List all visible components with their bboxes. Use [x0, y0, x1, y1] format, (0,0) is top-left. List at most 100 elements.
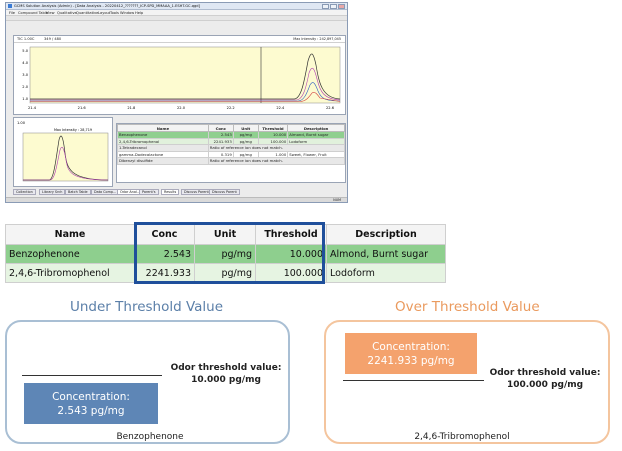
- menu-file[interactable]: File: [9, 11, 16, 15]
- over-threshold-line: [343, 380, 484, 381]
- analysis-software-window: GCMS Solution Analysis (Admin) - [Data A…: [5, 2, 348, 203]
- col-conc[interactable]: Conc: [134, 224, 195, 245]
- over-threshold-label: Odor threshold value: 100.000 pg/mg: [487, 367, 603, 391]
- over-concentration-label: Concentration:: [372, 340, 450, 353]
- trace-main: [30, 53, 341, 100]
- tab-batch-table[interactable]: Batch Table: [65, 189, 91, 195]
- over-concentration-box: Concentration: 2241.933 pg/mg: [345, 333, 477, 374]
- sub-trace-2: [23, 147, 109, 181]
- y-tick-label: 3.0: [22, 73, 28, 77]
- trace-4: [30, 92, 341, 102]
- over-threshold-value: 100.000 pg/mg: [506, 380, 584, 390]
- mini-header-row: Name Conc Unit Threshold Description: [117, 124, 345, 132]
- col-unit[interactable]: Unit: [194, 224, 256, 245]
- x-tick-label: 21.6: [78, 106, 87, 110]
- cell-description: Almond, Burnt sugar: [326, 244, 446, 264]
- tic-chromatogram-panel: TIC 1.00C 349 / 480 Max Intensity : 242,…: [13, 35, 346, 115]
- cell-name: Benzophenone: [5, 244, 135, 264]
- bottom-tab-strip: Collection Library Srch Batch Table Data…: [13, 189, 347, 196]
- sub-trace-main: [23, 135, 109, 181]
- y-tick-label: 4.0: [22, 61, 28, 65]
- y-tick-label: 2.0: [22, 85, 28, 89]
- tab-parents[interactable]: Parent's: [139, 189, 159, 195]
- under-threshold-title: Under Threshold Value: [70, 299, 224, 315]
- plot-area: [29, 46, 341, 104]
- x-tick-label: 21.4: [28, 106, 37, 110]
- ion-chromatogram-panel: 1.00 Max Intensity : 28,719: [13, 117, 113, 187]
- cell-conc: 2.543: [134, 244, 195, 264]
- under-compound-name: Benzophenone: [116, 432, 184, 442]
- tic-label: TIC 1.00C: [17, 37, 35, 41]
- col-threshold[interactable]: Threshold: [255, 224, 327, 245]
- over-compound-name: 2,4,6-Tribromophenol: [414, 432, 510, 442]
- tab-collection[interactable]: Collection: [13, 189, 36, 195]
- under-threshold-line: [22, 375, 162, 376]
- over-threshold-caption: Odor threshold value:: [489, 368, 601, 378]
- trace-2: [30, 67, 341, 101]
- sub-label: 1.00: [17, 121, 26, 125]
- col-description[interactable]: Description: [326, 224, 446, 245]
- menu-view[interactable]: View: [46, 11, 55, 15]
- mini-col-conc[interactable]: Conc: [207, 124, 234, 132]
- zoomed-results-table: Name Conc Unit Threshold Description Ben…: [5, 224, 446, 283]
- cell-threshold: 100.000: [255, 263, 327, 283]
- table-row[interactable]: gamma-Dodecalactone 0.319 pg/mg 1.000 Sw…: [117, 150, 345, 158]
- maximize-button[interactable]: [330, 4, 337, 9]
- cell-note: Ratio of reference ion does not match.: [207, 157, 346, 165]
- tab-data-comparison[interactable]: Data Comp...: [91, 189, 120, 195]
- menu-tools[interactable]: Tools: [110, 11, 119, 15]
- y-tick-label: 1.0: [22, 97, 28, 101]
- max-intensity-main: Max Intensity : 242,897,045: [293, 37, 341, 41]
- table-row[interactable]: 2,4,6-Tribromophenol 2241.933 pg/mg 100.…: [5, 263, 446, 283]
- under-concentration-label: Concentration:: [52, 390, 130, 403]
- table-row[interactable]: Dibenzyl disulfide Ratio of reference io…: [117, 157, 346, 165]
- mini-col-description[interactable]: Description: [287, 124, 345, 132]
- menu-help[interactable]: Help: [135, 11, 144, 15]
- cell-threshold: 10.000: [255, 244, 327, 264]
- table-row[interactable]: Benzophenone 2.543 pg/mg 10.000 Almond, …: [5, 244, 446, 264]
- tab-library-search[interactable]: Library Srch: [39, 189, 66, 195]
- over-threshold-title: Over Threshold Value: [395, 299, 540, 315]
- mini-col-unit[interactable]: Unit: [232, 124, 259, 132]
- menu-compound-table[interactable]: Compound Table: [18, 11, 48, 15]
- menu-layout[interactable]: Layout: [98, 11, 111, 15]
- cell-unit: pg/mg: [194, 244, 256, 264]
- cell-conc: 2241.933: [134, 263, 195, 283]
- tab-results[interactable]: Results: [161, 189, 180, 195]
- sub-max-intensity: Max Intensity : 28,719: [54, 128, 92, 132]
- window-title: GCMS Solution Analysis (Admin) - [Data A…: [14, 4, 200, 8]
- title-bar: GCMS Solution Analysis (Admin) - [Data A…: [6, 3, 347, 10]
- minimize-button[interactable]: [322, 4, 329, 9]
- mini-col-name[interactable]: Name: [117, 124, 209, 132]
- y-tick-label: 5.0: [22, 49, 28, 53]
- x-tick-label: 21.8: [127, 106, 136, 110]
- under-concentration-box: Concentration: 2.543 pg/mg: [24, 383, 158, 424]
- menu-qualitative[interactable]: Qualitative: [57, 11, 77, 15]
- under-threshold-value: 10.000 pg/mg: [191, 375, 261, 385]
- table-row[interactable]: Benzophenone 2.543 pg/mg 10.000 Almond, …: [117, 131, 345, 139]
- zoom-header-row: Name Conc Unit Threshold Description: [5, 224, 446, 245]
- compound-table-small: Name Conc Unit Threshold Description Ben…: [116, 123, 346, 183]
- menu-window[interactable]: Window: [120, 11, 135, 15]
- tic-range: 349 / 480: [44, 37, 62, 41]
- tic-header: TIC 1.00C 349 / 480 Max Intensity : 242,…: [14, 36, 345, 43]
- cell-name: Dibenzyl disulfide: [117, 157, 209, 165]
- ion-chart: 1.00 Max Intensity : 28,719: [17, 121, 109, 182]
- status-num: NUM: [333, 198, 341, 202]
- mini-results-table: Name Conc Unit Threshold Description Ben…: [117, 124, 346, 165]
- cell-unit: pg/mg: [194, 263, 256, 283]
- tab-discuss-parent[interactable]: Discuss Parent: [209, 189, 240, 195]
- menu-bar: File Compound Table View Qualitative Qua…: [6, 10, 347, 16]
- col-name[interactable]: Name: [5, 224, 135, 245]
- over-concentration-value: 2241.933 pg/mg: [367, 354, 455, 367]
- under-threshold-label: Odor threshold value: 10.000 pg/mg: [168, 362, 284, 386]
- mini-col-threshold[interactable]: Threshold: [257, 124, 289, 132]
- menu-quantitative[interactable]: Quantitative: [76, 11, 99, 15]
- chromatogram-traces: [30, 53, 341, 102]
- cell-description: Lodoform: [326, 263, 446, 283]
- cell-name: 2,4,6-Tribromophenol: [5, 263, 135, 283]
- x-tick-label: 22.4: [276, 106, 285, 110]
- close-button[interactable]: [338, 4, 345, 9]
